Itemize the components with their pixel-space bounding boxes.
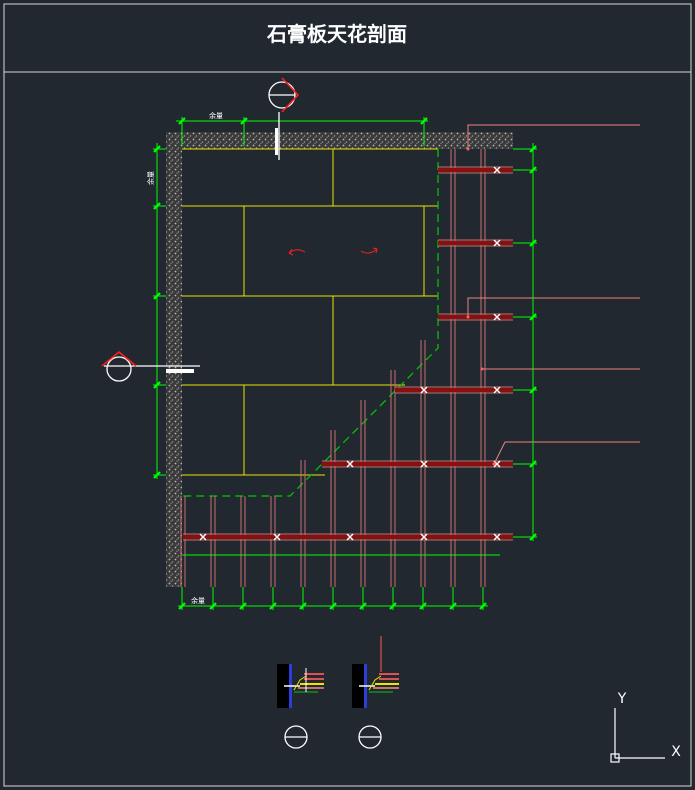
horizontal-keel-group <box>183 166 513 541</box>
dimension-bottom-tick <box>239 602 247 610</box>
hanger-x-marker <box>420 533 428 541</box>
hanger-x-stroke <box>493 386 501 394</box>
horizontal-keel-body <box>395 388 513 392</box>
dimension-bottom-tick <box>178 602 186 610</box>
horizontal-keel-body <box>438 168 513 172</box>
hanger-x-marker <box>346 460 354 468</box>
horizontal-keel-body <box>438 241 513 245</box>
hanger-x-stroke <box>420 533 428 541</box>
horizontal-keel-body <box>183 535 513 539</box>
hanger-x-marker <box>493 239 501 247</box>
dimension-right <box>513 143 537 541</box>
ucs-axis-icon <box>610 708 665 763</box>
dimension-left <box>153 143 166 479</box>
dimension-left-ticks <box>153 145 161 479</box>
hanger-x-marker <box>493 313 501 321</box>
dimension-bottom-tick <box>359 602 367 610</box>
hanger-x-stroke <box>493 313 501 321</box>
leader-dots <box>466 147 496 466</box>
dimension-bottom-tick <box>209 602 217 610</box>
hanger-x-stroke <box>346 533 354 541</box>
section-marker-top <box>268 77 300 160</box>
dimension-left-label: 余量 <box>146 171 155 185</box>
leader-lines <box>467 124 640 465</box>
hanger-x-marker <box>493 386 501 394</box>
dimension-right-ticks <box>529 145 537 541</box>
hanger-x-stroke <box>420 460 428 468</box>
dimension-bottom-label: 余量 <box>191 596 205 605</box>
hanger-x-marker <box>346 533 354 541</box>
dimension-bottom-tick <box>269 602 277 610</box>
hanger-x-marker <box>273 533 281 541</box>
hanger-x-stroke <box>493 166 501 174</box>
dimension-bottom-tick <box>479 602 487 610</box>
ucs-x-label: X <box>671 744 681 760</box>
hanger-x-stroke <box>420 386 428 394</box>
ceiling-boundary-dashed <box>182 149 439 497</box>
hanger-x-stroke <box>493 239 501 247</box>
detail-node-2-marker <box>358 725 382 749</box>
drawing-title: 石膏板天花剖面 <box>266 22 407 46</box>
ucs-y-label: Y <box>617 691 627 707</box>
section-marker-left <box>101 350 200 382</box>
horizontal-keel-body <box>322 462 513 466</box>
rotation-arrow-right <box>360 247 378 254</box>
hanger-x-marker <box>420 460 428 468</box>
ceiling-slab-section <box>166 132 513 149</box>
dimension-top-ticks <box>178 117 428 125</box>
gypsum-panel-grid <box>182 148 438 476</box>
dimension-bottom-tick <box>329 602 337 610</box>
hanger-x-stroke <box>493 460 501 468</box>
left-wall-section <box>166 132 182 587</box>
detail-node-2 <box>352 636 399 708</box>
dimension-bottom <box>178 587 488 610</box>
hanger-x-stroke <box>346 460 354 468</box>
detail-node-1-marker <box>284 725 308 749</box>
hanger-x-marker <box>199 533 207 541</box>
hanger-x-stroke <box>199 533 207 541</box>
rotation-arrow-left <box>288 248 306 256</box>
drawing-frame <box>3 3 692 787</box>
dimension-bottom-tick <box>449 602 457 610</box>
hanger-x-stroke <box>493 533 501 541</box>
hanger-point-group <box>199 166 501 541</box>
hanger-x-marker <box>493 166 501 174</box>
detail-node-1 <box>277 664 324 708</box>
hanger-x-marker <box>493 533 501 541</box>
dimension-bottom-tick <box>299 602 307 610</box>
dimension-top-label: 余量 <box>209 111 223 120</box>
hanger-x-stroke <box>273 533 281 541</box>
dimension-bottom-tick <box>389 602 397 610</box>
horizontal-keel-body <box>438 315 513 319</box>
dimension-bottom-tick <box>419 602 427 610</box>
hanger-x-marker <box>420 386 428 394</box>
